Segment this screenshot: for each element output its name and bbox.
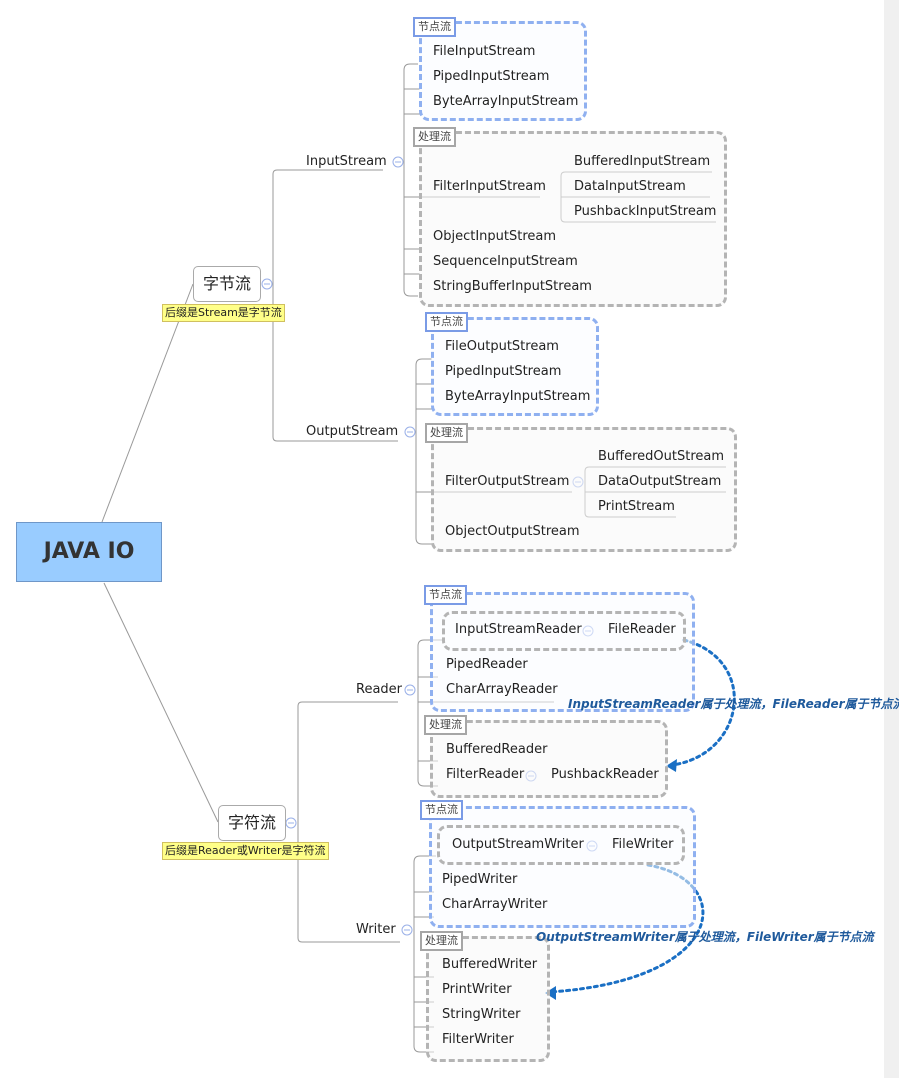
list-item[interactable]: BufferedReader — [446, 742, 548, 757]
byte-stream-note: 后缀是Stream是字节流 — [162, 304, 285, 322]
writer-annotation: OutputStreamWriter属于处理流，FileWriter属于节点流 — [536, 930, 874, 944]
arrowhead-icon — [666, 759, 677, 772]
list-item[interactable]: PipedInputStream — [433, 69, 550, 84]
list-item[interactable]: ObjectInputStream — [433, 229, 557, 244]
reader-node-tag: 节点流 — [424, 585, 467, 605]
list-item[interactable]: FileOutputStream — [445, 339, 559, 354]
input-proc-stream-box — [419, 131, 727, 307]
char-stream-node[interactable]: 字符流 — [218, 805, 286, 841]
list-item[interactable]: PushbackInputStream — [574, 204, 717, 219]
list-item[interactable]: PrintWriter — [442, 982, 512, 997]
filter-input-stream[interactable]: FilterInputStream — [433, 179, 546, 194]
list-item[interactable]: StringBufferInputStream — [433, 279, 592, 294]
pushback-reader[interactable]: PushbackReader — [551, 767, 659, 782]
list-item[interactable]: BufferedWriter — [442, 957, 538, 972]
reader-node[interactable]: Reader — [356, 682, 403, 697]
output-stream-node[interactable]: OutputStream — [306, 424, 399, 439]
output-proc-stream-box — [431, 427, 737, 552]
byte-stream-node[interactable]: 字节流 — [193, 266, 261, 302]
reader-proc-stream-box — [430, 720, 668, 798]
list-item[interactable]: PipedReader — [446, 657, 528, 672]
output-node-tag: 节点流 — [425, 312, 468, 332]
file-writer[interactable]: FileWriter — [612, 837, 674, 852]
reader-annotation: InputStreamReader属于处理流，FileReader属于节点流 — [568, 697, 899, 711]
reader-arrow — [670, 638, 736, 767]
list-item[interactable]: CharArrayReader — [446, 682, 558, 697]
input-node-tag: 节点流 — [413, 17, 456, 37]
input-stream-node[interactable]: InputStream — [306, 154, 387, 169]
list-item[interactable]: BufferedInputStream — [574, 154, 711, 169]
char-stream-note: 后缀是Reader或Writer是字符流 — [162, 842, 329, 860]
reader-proc-tag: 处理流 — [424, 715, 467, 735]
list-item[interactable]: FilterWriter — [442, 1032, 514, 1047]
osw-inner-box — [437, 825, 685, 865]
file-reader[interactable]: FileReader — [608, 622, 676, 637]
scroll-strip — [884, 0, 899, 1078]
output-node-stream-box — [431, 317, 599, 416]
list-item[interactable]: DataInputStream — [574, 179, 686, 194]
input-proc-tag: 处理流 — [413, 127, 456, 147]
output-proc-tag: 处理流 — [425, 423, 468, 443]
writer-proc-tag: 处理流 — [420, 931, 463, 951]
list-item[interactable]: CharArrayWriter — [442, 897, 548, 912]
writer-proc-stream-box — [426, 936, 550, 1062]
writer-node-tag: 节点流 — [420, 800, 463, 820]
list-item[interactable]: PipedWriter — [442, 872, 518, 887]
list-item[interactable]: BufferedOutStream — [598, 449, 725, 464]
list-item[interactable]: SequenceInputStream — [433, 254, 578, 269]
list-item[interactable]: StringWriter — [442, 1007, 521, 1022]
isr-inner-box — [442, 611, 686, 651]
output-stream-writer[interactable]: OutputStreamWriter — [452, 837, 584, 852]
list-item[interactable]: ByteArrayInputStream — [433, 94, 579, 109]
list-item[interactable]: FileInputStream — [433, 44, 536, 59]
list-item[interactable]: DataOutputStream — [598, 474, 722, 489]
list-item[interactable]: PrintStream — [598, 499, 675, 514]
list-item[interactable]: PipedInputStream — [445, 364, 562, 379]
root-node[interactable]: JAVA IO — [16, 522, 162, 582]
list-item[interactable]: ObjectOutputStream — [445, 524, 580, 539]
input-stream-reader[interactable]: InputStreamReader — [455, 622, 582, 637]
filter-output-stream[interactable]: FilterOutputStream — [445, 474, 570, 489]
filter-reader[interactable]: FilterReader — [446, 767, 525, 782]
arrowhead-icon — [545, 986, 556, 1000]
list-item[interactable]: ByteArrayInputStream — [445, 389, 591, 404]
input-node-stream-box — [419, 21, 587, 121]
writer-node[interactable]: Writer — [356, 922, 396, 937]
